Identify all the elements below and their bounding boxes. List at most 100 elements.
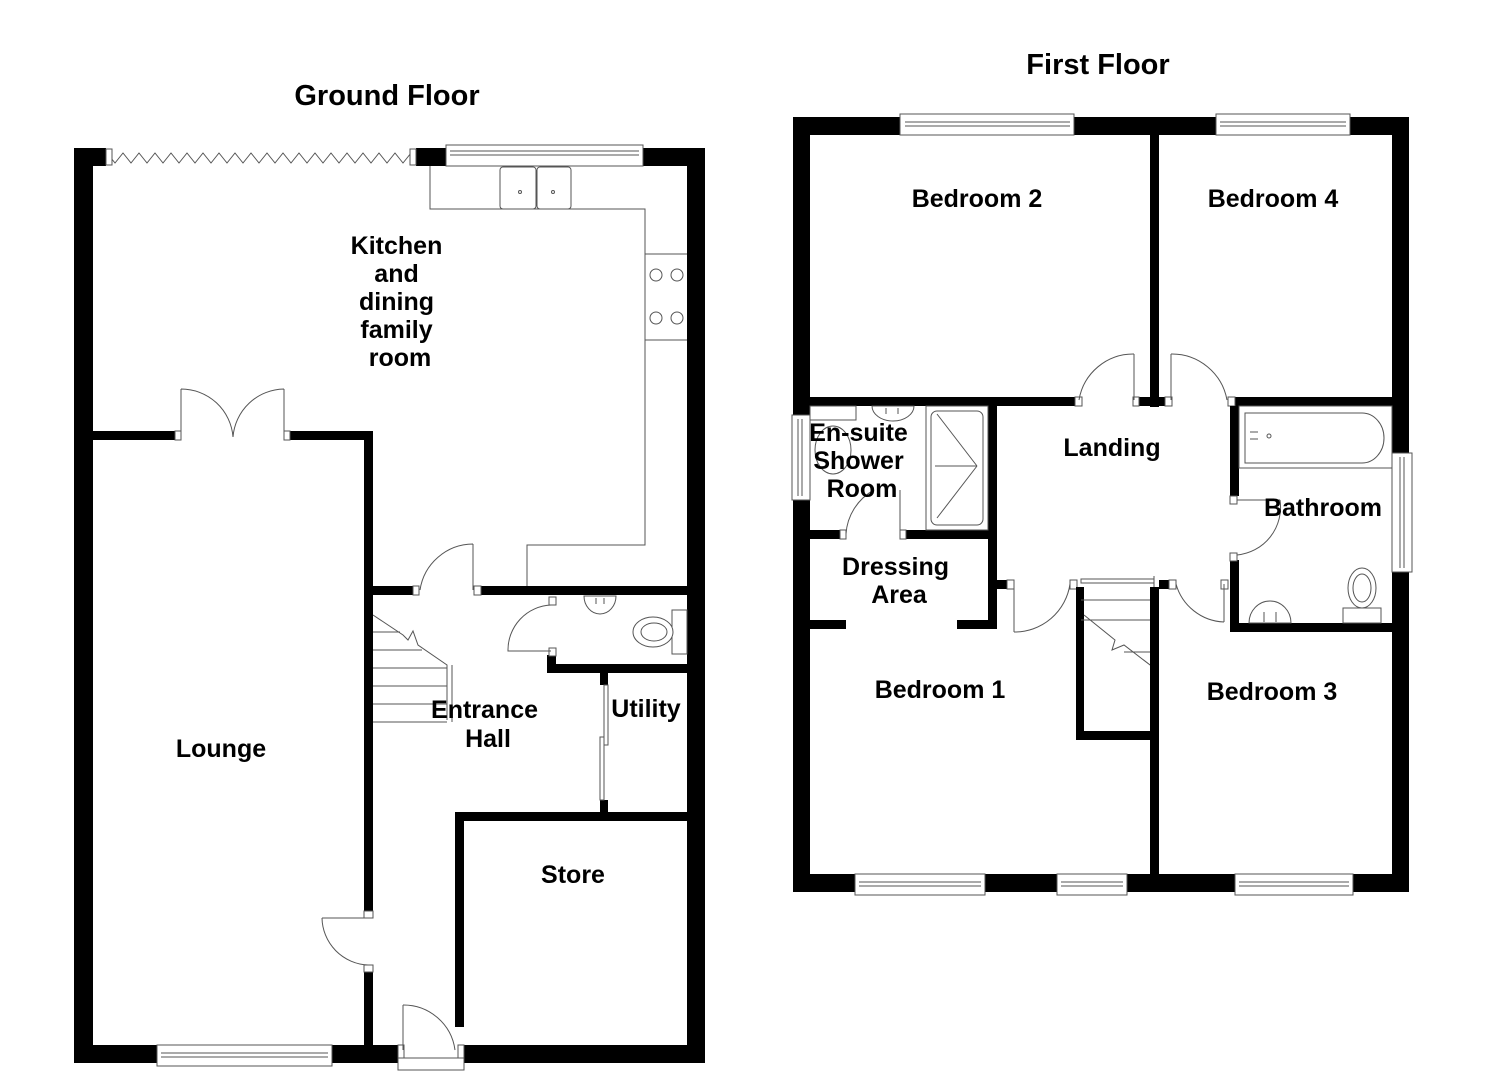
door-jamb xyxy=(105,148,113,166)
room-label-bedroom-3: Bedroom 3 xyxy=(1207,678,1338,706)
wall xyxy=(997,580,1007,589)
wall xyxy=(810,397,1082,406)
wall xyxy=(332,1045,398,1063)
stairs-icon xyxy=(1080,576,1155,669)
door-icon xyxy=(507,604,552,652)
wall xyxy=(793,500,810,892)
wall xyxy=(547,655,556,673)
wall xyxy=(455,812,687,821)
wall xyxy=(1150,135,1159,407)
room-label-bedroom-4: Bedroom 4 xyxy=(1208,185,1339,213)
wall xyxy=(1139,397,1165,406)
door-icon xyxy=(321,917,369,966)
door-icon xyxy=(1236,499,1282,556)
bath-icon xyxy=(1238,405,1393,469)
basin-icon xyxy=(871,405,915,422)
room-label-landing: Landing xyxy=(1063,434,1160,462)
door-icon xyxy=(419,543,474,591)
window-icon xyxy=(156,1044,333,1067)
wall xyxy=(1392,117,1409,453)
wall xyxy=(985,874,1057,892)
ground-floor-title: Ground Floor xyxy=(294,80,479,112)
wall xyxy=(1150,587,1159,874)
first-floor: First Floor xyxy=(791,49,1413,896)
window-icon xyxy=(1056,873,1128,896)
wall xyxy=(1074,117,1216,135)
wall xyxy=(988,406,997,627)
stairs-icon xyxy=(372,614,453,723)
wall xyxy=(793,874,855,892)
sink-icon xyxy=(499,166,572,210)
ground-floor: Ground Floor xyxy=(74,80,705,1071)
toilet-icon xyxy=(1342,567,1382,624)
wall xyxy=(1230,406,1239,496)
door-icon xyxy=(1170,353,1228,401)
room-label-bedroom-1: Bedroom 1 xyxy=(875,676,1006,704)
room-label-store: Store xyxy=(541,861,605,889)
double-door-icon xyxy=(180,388,285,438)
wall xyxy=(600,673,608,685)
door-jamb xyxy=(409,148,417,166)
window-icon xyxy=(1234,873,1354,896)
window-icon xyxy=(1391,452,1413,573)
window-icon xyxy=(899,113,1075,136)
room-label-bathroom: Bathroom xyxy=(1264,494,1382,522)
room-label-dressing-area: Dressing Area xyxy=(842,553,956,609)
wall xyxy=(1230,623,1392,632)
wall xyxy=(364,431,373,911)
wall xyxy=(793,117,810,415)
wall xyxy=(74,148,93,1063)
hob-icon xyxy=(649,268,684,325)
shower-tray-icon xyxy=(925,405,989,531)
toilet-icon xyxy=(632,609,688,655)
window-icon xyxy=(854,873,986,896)
front-door-icon xyxy=(397,1004,465,1071)
window-icon xyxy=(1215,113,1351,136)
wall xyxy=(957,620,997,629)
wall xyxy=(416,148,446,166)
wall xyxy=(906,530,988,539)
sliding-door-icon xyxy=(599,684,609,801)
wall xyxy=(290,431,372,440)
wall xyxy=(481,586,687,595)
room-label-utility: Utility xyxy=(611,695,681,723)
room-label-lounge: Lounge xyxy=(176,735,266,763)
wall xyxy=(600,800,608,812)
wall xyxy=(1235,397,1392,406)
wall xyxy=(74,1045,157,1063)
wall xyxy=(364,972,373,1045)
wall xyxy=(464,1045,705,1063)
wall xyxy=(687,148,705,1063)
basin-icon xyxy=(1248,600,1292,624)
toilet-icon xyxy=(809,405,857,475)
worktop-outline xyxy=(429,166,646,588)
wall xyxy=(1076,587,1084,739)
bifold-door-icon xyxy=(106,152,412,164)
first-floor-title: First Floor xyxy=(1026,49,1169,81)
wall xyxy=(74,148,106,166)
wall xyxy=(810,530,840,539)
wall xyxy=(793,117,900,135)
wall xyxy=(1230,560,1239,632)
wall xyxy=(1392,572,1409,892)
wall xyxy=(1353,874,1409,892)
wall xyxy=(373,586,413,595)
wall xyxy=(547,664,687,673)
window-icon xyxy=(791,414,811,501)
door-icon xyxy=(1013,583,1071,633)
wall xyxy=(1159,580,1169,589)
basin-icon xyxy=(583,595,617,615)
room-label-kitchen: Kitchen and dining family room xyxy=(351,232,450,372)
door-icon xyxy=(1078,353,1135,401)
door-icon xyxy=(1175,583,1225,623)
door-icon xyxy=(845,489,901,535)
wall xyxy=(93,431,175,440)
wall xyxy=(1127,874,1235,892)
wall xyxy=(1076,731,1158,740)
wall xyxy=(455,812,464,1027)
window-icon xyxy=(445,144,644,167)
wall xyxy=(810,620,846,629)
room-label-entrance-hall: Entrance Hall xyxy=(431,696,545,753)
room-label-en-suite: En-suite Shower Room xyxy=(809,419,915,503)
